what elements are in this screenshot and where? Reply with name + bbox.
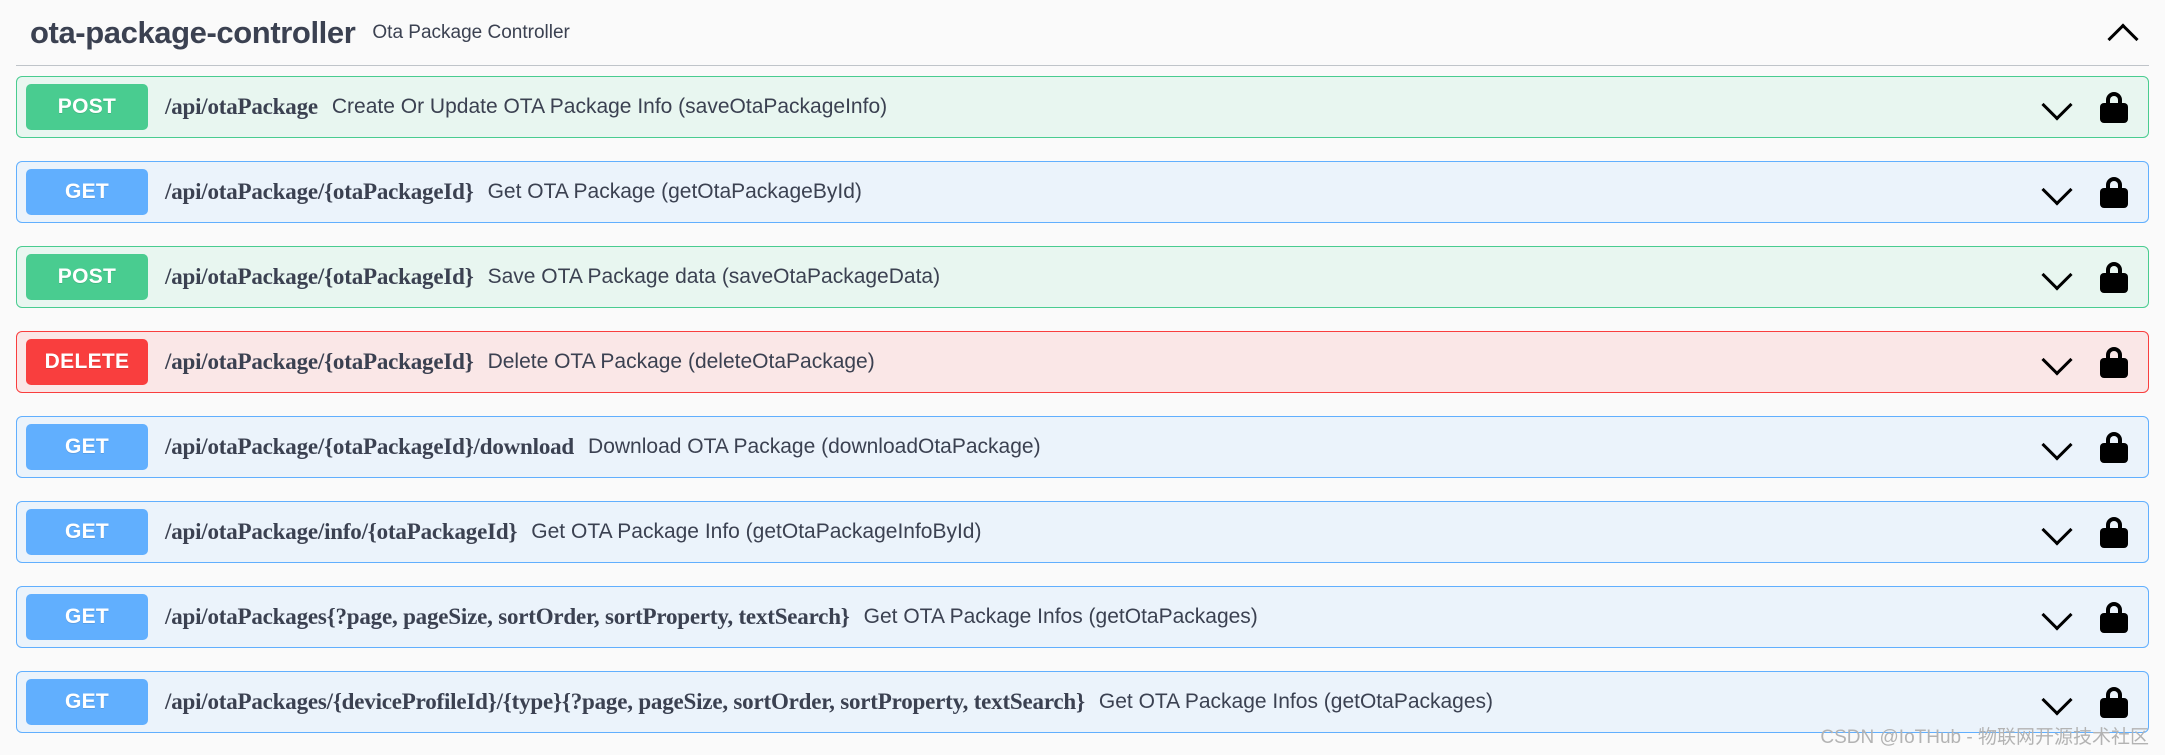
tag-header[interactable]: ota-package-controller Ota Package Contr… xyxy=(16,0,2149,66)
method-badge: GET xyxy=(26,594,148,640)
method-badge: POST xyxy=(26,254,148,300)
operation-row[interactable]: POST/api/otaPackage/{otaPackageId} Save O… xyxy=(16,246,2149,308)
operation-summary: Delete OTA Package (deleteOtaPackage) xyxy=(487,350,875,373)
chevron-down-icon[interactable] xyxy=(2039,515,2073,549)
chevron-down-icon[interactable] xyxy=(2039,685,2073,719)
lock-shackle xyxy=(2106,517,2122,533)
method-badge: DELETE xyxy=(26,339,148,385)
lock-shackle xyxy=(2106,687,2122,703)
operation-row[interactable]: GET/api/otaPackage/{otaPackageId} Get OTA… xyxy=(16,161,2149,223)
lock-icon[interactable] xyxy=(2099,685,2129,719)
lock-icon[interactable] xyxy=(2099,260,2129,294)
operation-row[interactable]: POST/api/otaPackage Create Or Update OTA … xyxy=(16,76,2149,138)
method-badge: GET xyxy=(26,424,148,470)
chevron-up-icon[interactable] xyxy=(2105,16,2139,50)
operation-row[interactable]: DELETE/api/otaPackage/{otaPackageId} Dele… xyxy=(16,331,2149,393)
operation-row[interactable]: GET/api/otaPackage/info/{otaPackageId} Ge… xyxy=(16,501,2149,563)
lock-shackle xyxy=(2106,262,2122,278)
operation-path: /api/otaPackage/{otaPackageId} xyxy=(165,264,474,289)
lock-icon[interactable] xyxy=(2099,90,2129,124)
method-badge: GET xyxy=(26,509,148,555)
operation-path: /api/otaPackage/info/{otaPackageId} xyxy=(165,519,518,544)
lock-shackle xyxy=(2106,177,2122,193)
chevron-down-icon[interactable] xyxy=(2039,430,2073,464)
lock-body xyxy=(2100,443,2128,463)
operation-row[interactable]: GET/api/otaPackage/{otaPackageId}/downlo… xyxy=(16,416,2149,478)
operation-path: /api/otaPackage xyxy=(165,94,318,119)
lock-shackle xyxy=(2106,432,2122,448)
lock-icon[interactable] xyxy=(2099,345,2129,379)
operation-row[interactable]: GET/api/otaPackages/{deviceProfileId}/{t… xyxy=(16,671,2149,733)
lock-body xyxy=(2100,188,2128,208)
lock-icon[interactable] xyxy=(2099,600,2129,634)
lock-body xyxy=(2100,103,2128,123)
chevron-down-icon[interactable] xyxy=(2039,175,2073,209)
operation-path: /api/otaPackage/{otaPackageId} xyxy=(165,349,474,374)
operation-row[interactable]: GET/api/otaPackages{?page, pageSize, sor… xyxy=(16,586,2149,648)
lock-body xyxy=(2100,613,2128,633)
method-badge: GET xyxy=(26,169,148,215)
operation-summary: Get OTA Package Infos (getOtaPackages) xyxy=(863,605,1258,628)
operation-path: /api/otaPackages/{deviceProfileId}/{type… xyxy=(165,689,1085,714)
lock-shackle xyxy=(2106,347,2122,363)
lock-shackle xyxy=(2106,602,2122,618)
operation-summary: Get OTA Package Infos (getOtaPackages) xyxy=(1098,690,1494,713)
lock-shackle xyxy=(2106,92,2122,108)
lock-icon[interactable] xyxy=(2099,430,2129,464)
operation-summary: Save OTA Package data (saveOtaPackageDat… xyxy=(487,265,941,288)
lock-icon[interactable] xyxy=(2099,175,2129,209)
operation-summary: Create Or Update OTA Package Info (saveO… xyxy=(331,95,888,118)
chevron-down-icon[interactable] xyxy=(2039,600,2073,634)
operation-path: /api/otaPackage/{otaPackageId}/download xyxy=(165,434,575,459)
operation-path: /api/otaPackages{?page, pageSize, sortOr… xyxy=(165,604,850,629)
lock-body xyxy=(2100,273,2128,293)
operation-summary: Get OTA Package (getOtaPackageById) xyxy=(487,180,862,203)
lock-body xyxy=(2100,698,2128,718)
chevron-down-icon[interactable] xyxy=(2039,260,2073,294)
operation-summary: Get OTA Package Info (getOtaPackageInfoB… xyxy=(531,520,982,543)
operation-path: /api/otaPackage/{otaPackageId} xyxy=(165,179,474,204)
operation-list: POST/api/otaPackage Create Or Update OTA … xyxy=(14,66,2151,733)
lock-icon[interactable] xyxy=(2099,515,2129,549)
chevron-down-icon[interactable] xyxy=(2039,90,2073,124)
page-title: ota-package-controller xyxy=(30,14,356,50)
lock-body xyxy=(2100,528,2128,548)
operation-summary: Download OTA Package (downloadOtaPackage… xyxy=(588,435,1041,458)
method-badge: GET xyxy=(26,679,148,725)
method-badge: POST xyxy=(26,84,148,130)
chevron-down-icon[interactable] xyxy=(2039,345,2073,379)
tag-description: Ota Package Controller xyxy=(372,21,570,43)
lock-body xyxy=(2100,358,2128,378)
